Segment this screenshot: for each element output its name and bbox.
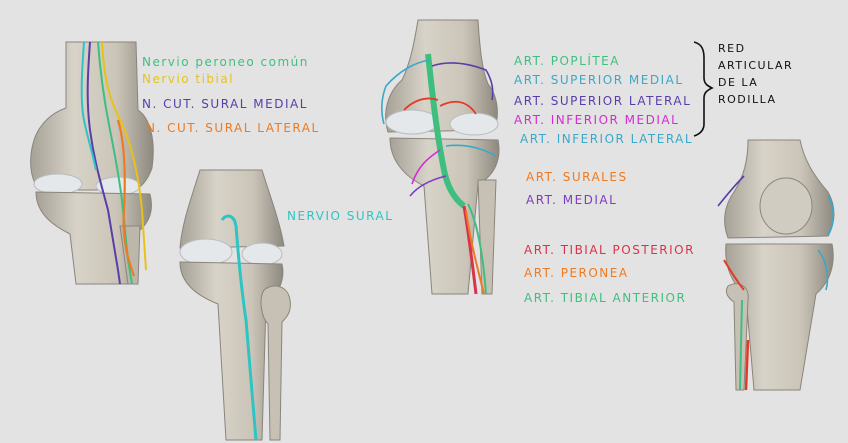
meniscus-right — [241, 242, 283, 266]
label-art-surales: ART. SURALES — [526, 170, 628, 184]
art-poplitea-path — [425, 53, 466, 209]
red-articular-line: RODILLA — [718, 93, 777, 106]
art-surales-path — [403, 97, 477, 115]
label-art-tibial-posterior: ART. TIBIAL POSTERIOR — [524, 243, 695, 257]
art-superior-medial-path — [381, 59, 431, 125]
red-articular-line: DE LA — [718, 76, 759, 89]
label-nervio-peroneo-comun: Nervio peroneo común — [142, 55, 309, 69]
nervio-peroneo-comun-path — [97, 41, 133, 285]
label-nervio-sural: NERVIO SURAL — [287, 209, 394, 223]
art-inferior-lateral-path — [817, 249, 829, 291]
red-articular-line: RED — [718, 42, 746, 55]
red-articular-bracket — [693, 41, 714, 137]
label-art-poplitea: ART. POPLÍTEA — [514, 54, 620, 68]
label-n-cut-sural-medial: N. CUT. SURAL MEDIAL — [142, 97, 308, 111]
femur-bone — [179, 169, 285, 249]
art-medial-path — [409, 175, 447, 197]
meniscus-right — [449, 112, 499, 136]
patella — [759, 177, 813, 235]
meniscus-left — [33, 173, 83, 195]
art-inferior-medial-path — [411, 149, 441, 185]
knee-arteries-illustration — [381, 19, 500, 295]
label-art-tibial-anterior: ART. TIBIAL ANTERIOR — [524, 291, 687, 305]
art-superior-medial-path — [717, 175, 745, 207]
art-peronea-path — [465, 209, 485, 295]
label-art-peronea: ART. PERONEA — [524, 266, 629, 280]
art-superior-lateral-path — [431, 62, 494, 101]
art-tibial-posterior-path — [462, 205, 478, 295]
fibula-bone — [260, 285, 291, 441]
label-art-superior-medial: ART. SUPERIOR MEDIAL — [514, 73, 684, 87]
tibia-bone — [389, 137, 500, 295]
label-art-superior-lateral: ART. SUPERIOR LATERAL — [514, 94, 692, 108]
n-cut-sural-lateral-path — [116, 119, 136, 277]
n-cut-sural-medial-path — [86, 41, 121, 285]
knee-articular-network-illustration — [717, 139, 835, 391]
label-art-inferior-lateral: ART. INFERIOR LATERAL — [520, 132, 694, 146]
tibia-bone — [179, 261, 284, 441]
art-tibial-posterior-path — [744, 339, 750, 391]
label-art-medial: ART. MEDIAL — [526, 193, 618, 207]
meniscus-left — [385, 109, 439, 135]
knee-nerves-illustration — [30, 41, 154, 285]
fibula-bone — [725, 283, 749, 391]
art-inferior-lateral-path — [445, 144, 497, 157]
label-art-inferior-medial: ART. INFERIOR MEDIAL — [514, 113, 680, 127]
nervio-sural-small-path — [80, 41, 97, 171]
red-articular-line: ARTICULAR — [718, 59, 794, 72]
art-tibial-anterior-path — [739, 299, 743, 391]
art-superior-lateral-path — [827, 195, 835, 237]
label-n-cut-sural-lateral: N. CUT. SURAL LATERAL — [146, 121, 320, 135]
meniscus-left — [179, 238, 233, 266]
art-inferior-medial-path — [723, 259, 745, 291]
label-red-articular-de-la-rodilla: RED ARTICULAR DE LA RODILLA — [718, 40, 793, 108]
label-nervio-tibial: Nervio tibial — [142, 72, 235, 86]
nervio-tibial-path — [101, 41, 147, 271]
nervio-sural-path — [220, 214, 258, 441]
knee-sural-nerve-illustration — [179, 169, 291, 441]
art-tibial-anterior-path — [467, 203, 487, 295]
